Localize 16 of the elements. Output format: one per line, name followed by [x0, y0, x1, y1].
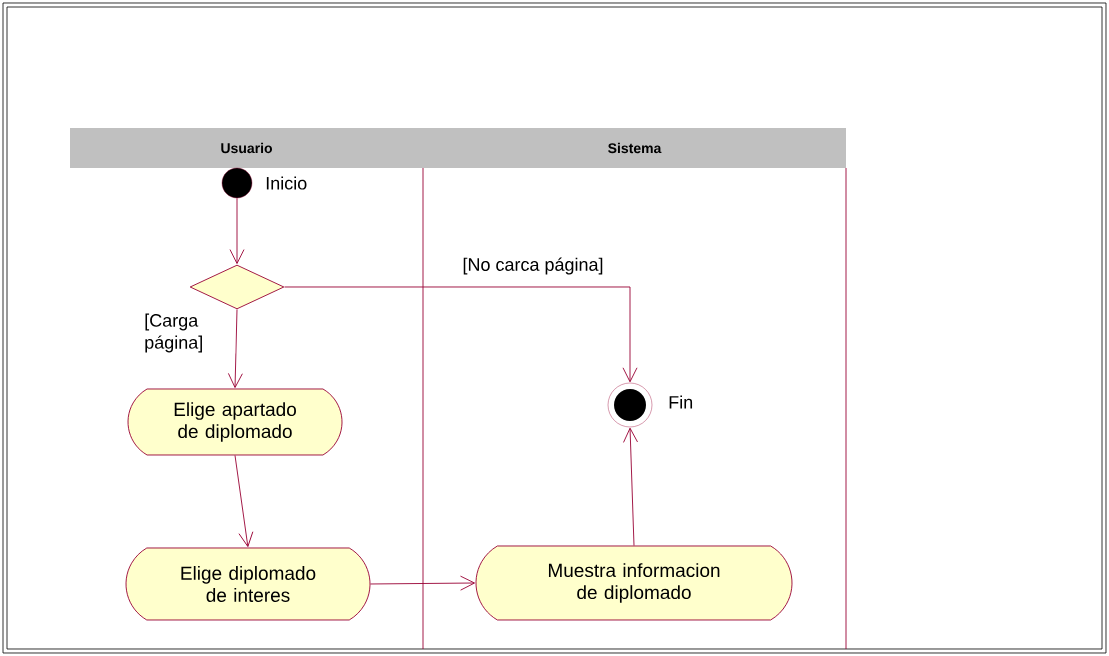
arrow — [370, 575, 475, 591]
decision-diamond — [189, 264, 285, 310]
final-node — [607, 382, 653, 428]
node-caption: Inicio — [266, 176, 307, 190]
edge-label: [No carca página] — [463, 257, 603, 275]
node-caption: Fin — [669, 395, 693, 409]
activity-box: Elige diplomado de interes — [125, 547, 371, 621]
arrow — [284, 286, 638, 383]
activity-box: Muestra informacion de diplomado — [475, 545, 793, 621]
edge-label: [Carga página] — [145, 313, 202, 353]
activity-box: Elige apartado de diplomado — [127, 388, 343, 456]
initial-node — [221, 167, 253, 199]
arrow — [229, 197, 245, 264]
arrow — [227, 309, 243, 388]
arrow — [234, 455, 254, 547]
arrow — [623, 427, 638, 546]
